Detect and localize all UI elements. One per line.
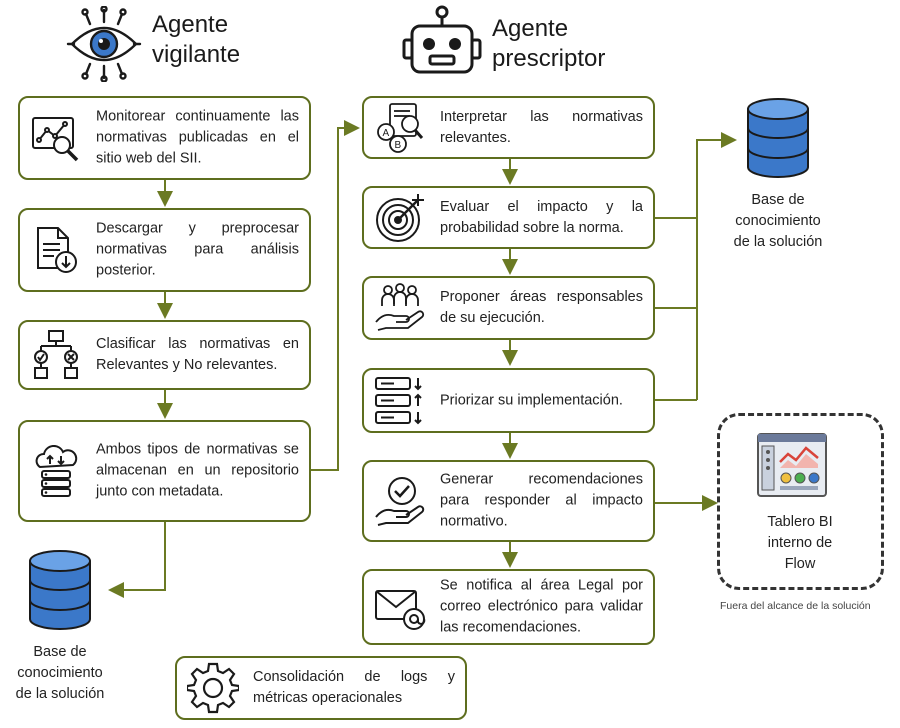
- step-text: Evaluar el impacto y la probabilidad sob…: [440, 198, 643, 236]
- check-hand-icon: [375, 477, 425, 526]
- dashboard-out-of-scope-frame: [717, 413, 884, 590]
- chart-magnifier-icon: [32, 117, 79, 162]
- decision-flow-icon: [34, 330, 78, 379]
- cloud-server-icon: [35, 445, 78, 497]
- step-text: Descargar y preprocesar normativas para …: [96, 220, 299, 279]
- svg-text:B: B: [395, 140, 402, 151]
- footer-step-logs: Consolidación de logs y métricas operaci…: [175, 656, 467, 720]
- step-text: Monitorear continuamente las normativas …: [96, 108, 299, 167]
- agent-prescriptor-title: Agente prescriptor: [492, 15, 606, 72]
- prescriptor-step-interpret: A B Interpretar las normativas relevante…: [362, 96, 655, 159]
- knowledge-base-caption-right: Base de conocimiento de la solución: [733, 192, 823, 250]
- vigilante-step-classify: Clasificar las normativas en Relevantes …: [18, 320, 311, 390]
- gear-icon: [187, 662, 239, 714]
- prescriptor-step-propose: Proponer áreas responsables de su ejecuc…: [362, 276, 655, 340]
- email-icon: [375, 590, 426, 630]
- prescriptor-step-notify: Se notifica al área Legal por correo ele…: [362, 569, 655, 645]
- dashboard-caption: Tablero BI interno de Flow: [767, 514, 833, 572]
- database-icon: [747, 98, 809, 178]
- eye-circuit-icon: [66, 6, 142, 82]
- step-text: Interpretar las normativas relevantes.: [440, 108, 643, 146]
- step-text: Priorizar su implementación.: [440, 392, 623, 408]
- target-icon: [376, 193, 424, 242]
- vigilante-step-monitor: Monitorear continuamente las normativas …: [18, 96, 311, 180]
- out-of-scope-note: Fuera del alcance de la solución: [720, 600, 871, 612]
- step-text: Consolidación de logs y métricas operaci…: [253, 669, 455, 706]
- prescriptor-step-evaluate: Evaluar el impacto y la probabilidad sob…: [362, 186, 655, 249]
- prescriptor-step-recommend: Generar recomendaciones para responder a…: [362, 460, 655, 542]
- dashboard-icon: [757, 433, 827, 497]
- step-text: Proponer áreas responsables de su ejecuc…: [440, 289, 643, 326]
- document-download-icon: [37, 227, 77, 273]
- step-text: Generar recomendaciones para responder a…: [440, 471, 643, 530]
- knowledge-base-caption-left: Base de conocimiento de la solución: [15, 644, 105, 702]
- team-hand-icon: [375, 283, 425, 331]
- priority-list-icon: [375, 376, 422, 424]
- step-text: Se notifica al área Legal por correo ele…: [440, 577, 643, 636]
- vigilante-step-download: Descargar y preprocesar normativas para …: [18, 208, 311, 292]
- vigilante-step-store: Ambos tipos de normativas se almacenan e…: [18, 420, 311, 522]
- step-text: Ambos tipos de normativas se almacenan e…: [96, 441, 299, 500]
- robot-icon: [402, 5, 482, 74]
- prescriptor-step-prioritize: Priorizar su implementación.: [362, 368, 655, 433]
- database-icon: [29, 550, 91, 630]
- step-text: Clasificar las normativas en Relevantes …: [96, 336, 299, 373]
- document-search-icon: A B: [377, 102, 424, 153]
- agent-vigilante-title: Agente vigilante: [152, 11, 241, 68]
- svg-text:A: A: [383, 128, 390, 139]
